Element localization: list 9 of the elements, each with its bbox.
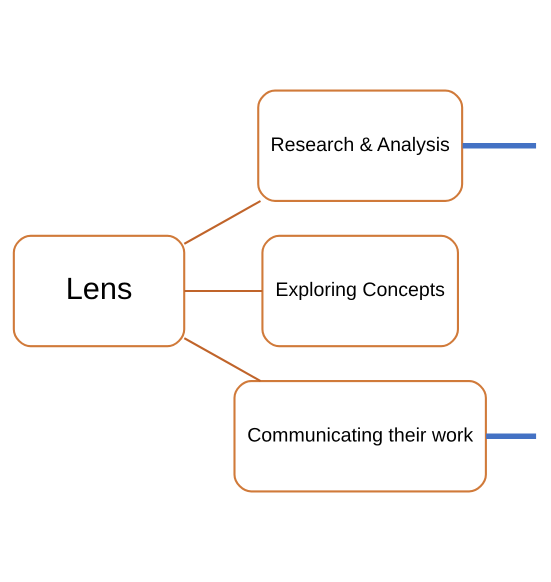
node-box: Lens <box>12 234 186 348</box>
node-box: Exploring Concepts <box>261 234 459 348</box>
connector <box>184 337 262 382</box>
node-box: Communicating their work <box>233 380 487 492</box>
connector <box>184 200 262 245</box>
connector <box>184 290 262 292</box>
connector <box>486 433 536 440</box>
node-box: Research & Analysis <box>257 90 464 202</box>
connector <box>462 142 536 149</box>
